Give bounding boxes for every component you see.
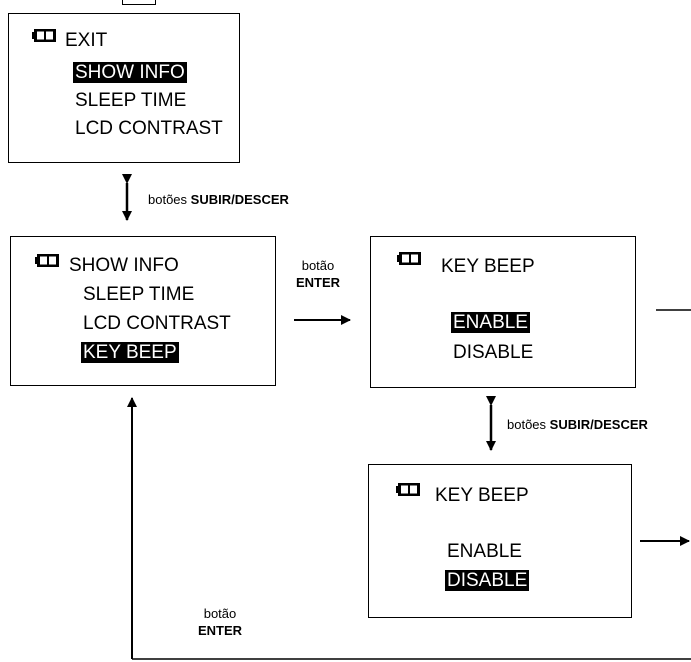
menu-item-lcd-contrast: LCD CONTRAST [75,118,223,139]
menu-item-show-info: SHOW INFO [73,62,187,83]
option-enable: ENABLE [451,312,530,333]
option-enable: ENABLE [447,541,522,562]
menu-item-show-info: SHOW INFO [69,255,179,276]
screen-keybeep-disable: KEY BEEP ENABLE DISABLE [368,464,632,618]
battery-icon [397,252,421,265]
menu-item-lcd-contrast: LCD CONTRAST [83,313,231,334]
screen-menu-keybeep: SHOW INFO SLEEP TIME LCD CONTRAST KEY BE… [10,236,276,386]
battery-icon [35,254,59,267]
keybeep-title: KEY BEEP [441,256,535,277]
menu-item-sleep-time: SLEEP TIME [83,284,195,305]
menu-item-exit: EXIT [65,30,108,51]
top-cropped-box [122,0,156,5]
screen-keybeep-enable: KEY BEEP ENABLE DISABLE [370,236,636,388]
menu-item-key-beep: KEY BEEP [81,342,179,363]
menu-item-sleep-time: SLEEP TIME [75,90,187,111]
updown-label-2: botões SUBIR/DESCER [507,417,648,432]
option-disable: DISABLE [445,570,530,591]
screen-top-menu: EXIT SHOW INFO SLEEP TIME LCD CONTRAST [8,13,240,163]
battery-icon [396,483,420,496]
keybeep-title: KEY BEEP [435,485,529,506]
updown-label-1: botões SUBIR/DESCER [148,192,289,207]
battery-icon [32,29,56,42]
enter-label-2: botão ENTER [197,606,243,638]
option-disable: DISABLE [453,342,534,363]
enter-label-1: botão ENTER [295,258,341,290]
